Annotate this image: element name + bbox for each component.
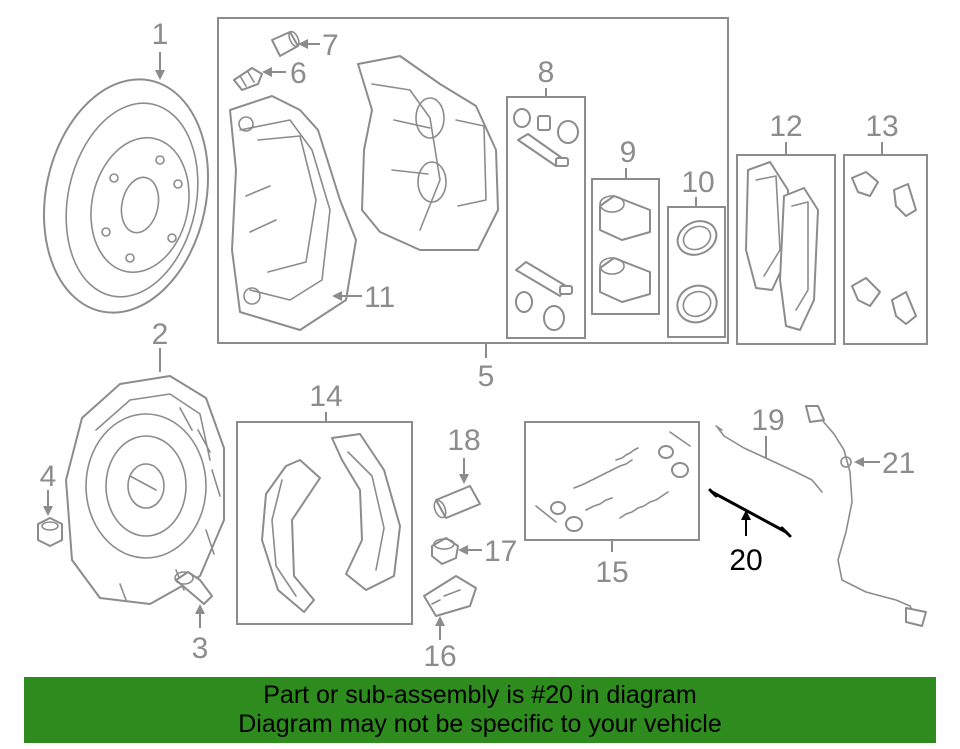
- callout-4: 4: [40, 460, 57, 493]
- callout-12: 12: [769, 110, 802, 143]
- brake-line-part-20[interactable]: [708, 488, 792, 538]
- bleeder-screw-part-6[interactable]: [233, 67, 263, 91]
- hardware-kit-part-15[interactable]: [535, 431, 691, 532]
- dust-shield-part-2[interactable]: [65, 375, 225, 605]
- info-banner: Part or sub-assembly is #20 in diagram D…: [24, 677, 936, 743]
- callout-2: 2: [152, 318, 169, 351]
- callout-15: 15: [595, 556, 628, 589]
- wheel-speed-sensor-part-21[interactable]: [805, 405, 927, 627]
- brake-rotor-part-1[interactable]: [23, 64, 229, 328]
- caliper-body-part-11[interactable]: [229, 95, 357, 331]
- callout-14: 14: [309, 380, 342, 413]
- callout-11: 11: [364, 281, 395, 314]
- hardware-kit-box-15: [524, 421, 700, 541]
- caliper-bracket[interactable]: [357, 55, 499, 251]
- callout-8: 8: [538, 56, 555, 89]
- adjuster-part-18[interactable]: [432, 485, 481, 519]
- guide-pin-kit-part-8[interactable]: [513, 108, 579, 331]
- piston-part-9[interactable]: [599, 195, 651, 303]
- callout-19: 19: [751, 404, 784, 437]
- pad-clip-box-13: [843, 154, 928, 345]
- parking-brake-shoe-part-14[interactable]: [261, 433, 401, 613]
- banner-line-1: Part or sub-assembly is #20 in diagram: [263, 681, 697, 709]
- callout-7: 7: [322, 29, 339, 62]
- parking-shoe-box-14: [236, 421, 413, 625]
- callout-13: 13: [865, 110, 898, 143]
- wire-harness-part-19[interactable]: [715, 425, 823, 493]
- callout-18: 18: [447, 424, 480, 457]
- callout-21: 21: [882, 447, 915, 480]
- nut-part-4[interactable]: [37, 517, 63, 547]
- callout-6: 6: [290, 57, 307, 90]
- callout-16: 16: [423, 640, 456, 673]
- callout-3: 3: [192, 632, 209, 665]
- bolt-part-3[interactable]: [174, 571, 213, 605]
- bracket-part-16[interactable]: [423, 575, 477, 617]
- callout-17: 17: [484, 535, 517, 568]
- pad-clip-part-13[interactable]: [851, 171, 917, 325]
- callout-1: 1: [152, 18, 169, 51]
- banner-line-2: Diagram may not be specific to your vehi…: [238, 710, 722, 738]
- callout-20: 20: [729, 544, 762, 577]
- bleeder-cap-part-7[interactable]: [271, 30, 301, 57]
- caliper-assembly-box-5: [217, 17, 729, 344]
- callout-10: 10: [681, 166, 714, 199]
- brake-pad-part-12[interactable]: [745, 161, 819, 331]
- piston-seal-part-10[interactable]: [671, 215, 722, 329]
- callout-9: 9: [620, 136, 637, 169]
- plug-part-17[interactable]: [431, 537, 459, 565]
- callout-5: 5: [478, 360, 495, 393]
